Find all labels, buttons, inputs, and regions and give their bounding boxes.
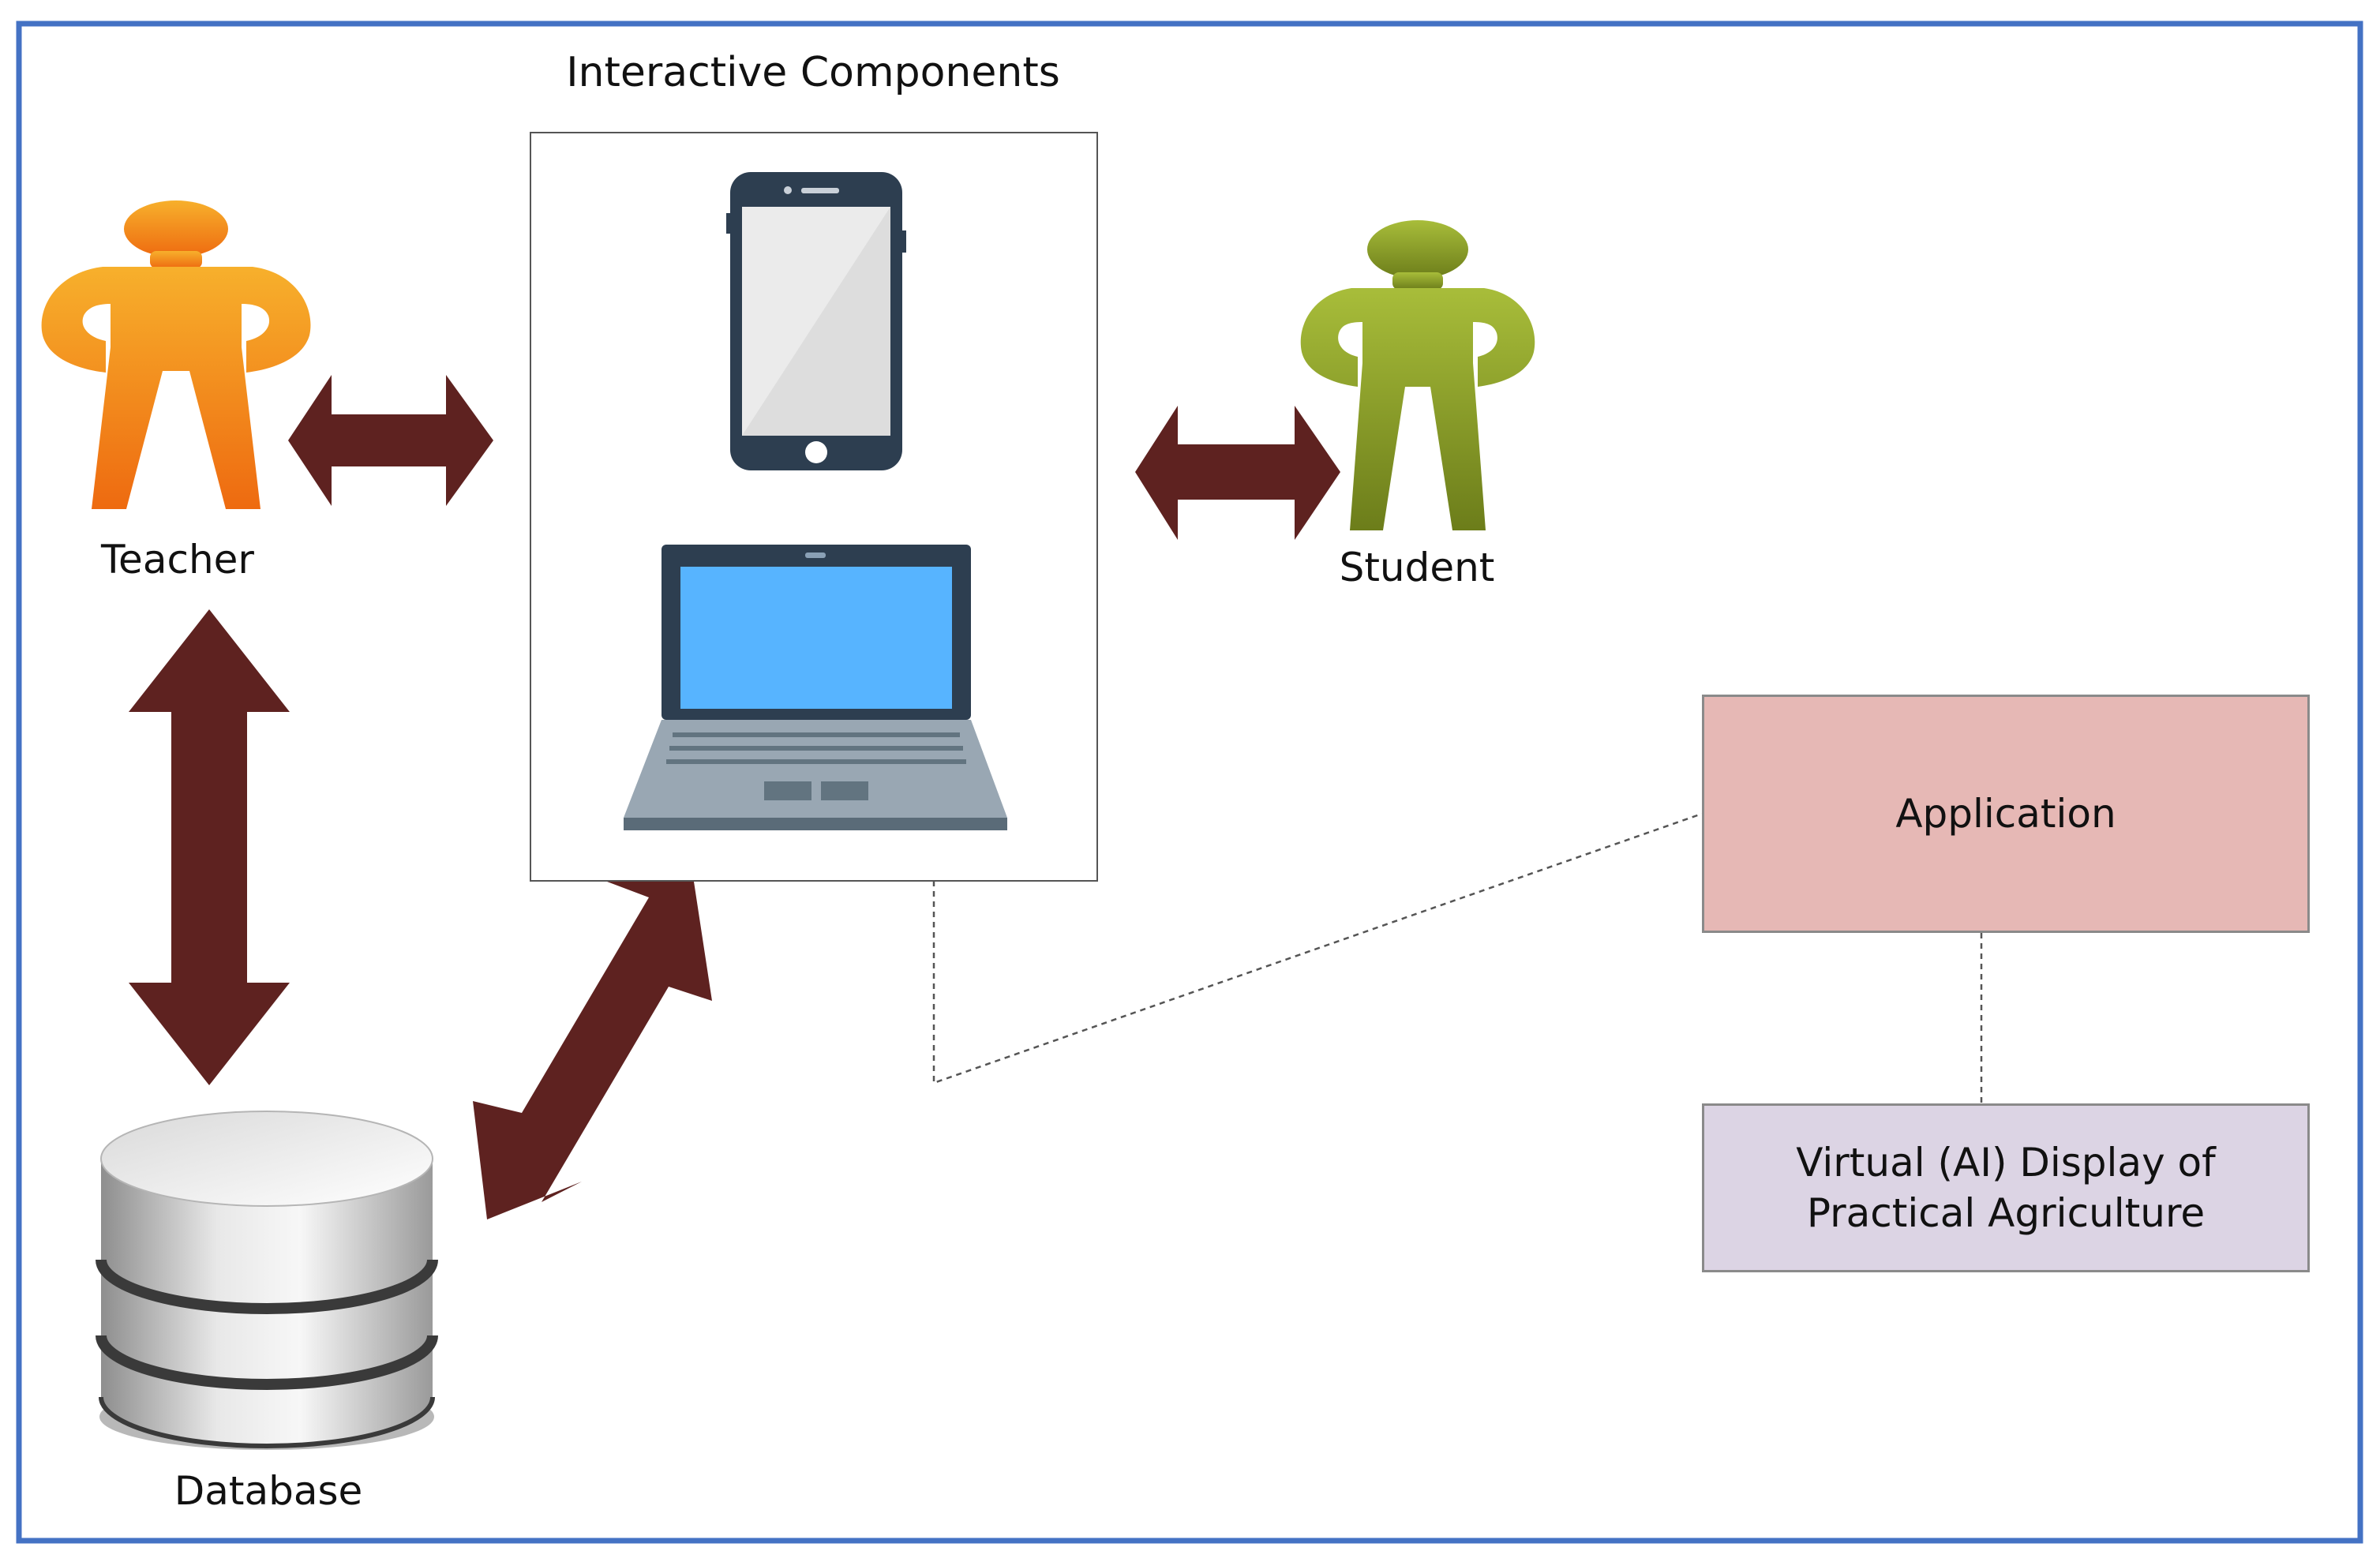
arrow-teacher-database [129,609,290,1085]
application-node: Application [1702,695,2310,933]
smartphone-icon [726,172,906,470]
arrow-teacher-devices [288,375,493,506]
virtual-display-node: Virtual (AI) Display of Practical Agricu… [1702,1103,2310,1272]
application-label: Application [1895,791,2116,837]
student-label: Student [1339,545,1495,590]
person-icon [41,200,311,509]
person-icon [1300,220,1535,530]
teacher-label: Teacher [101,537,254,582]
arrow-devices-student [1135,406,1340,540]
arrow-database-devices [473,882,712,1219]
database-icon [96,1111,438,1450]
database-label: Database [174,1468,363,1514]
virtual-display-label: Virtual (AI) Display of Practical Agricu… [1796,1140,2216,1236]
laptop-icon [624,545,1007,830]
outer-frame [16,21,2363,1544]
diagram-title: Interactive Components [566,49,1060,96]
